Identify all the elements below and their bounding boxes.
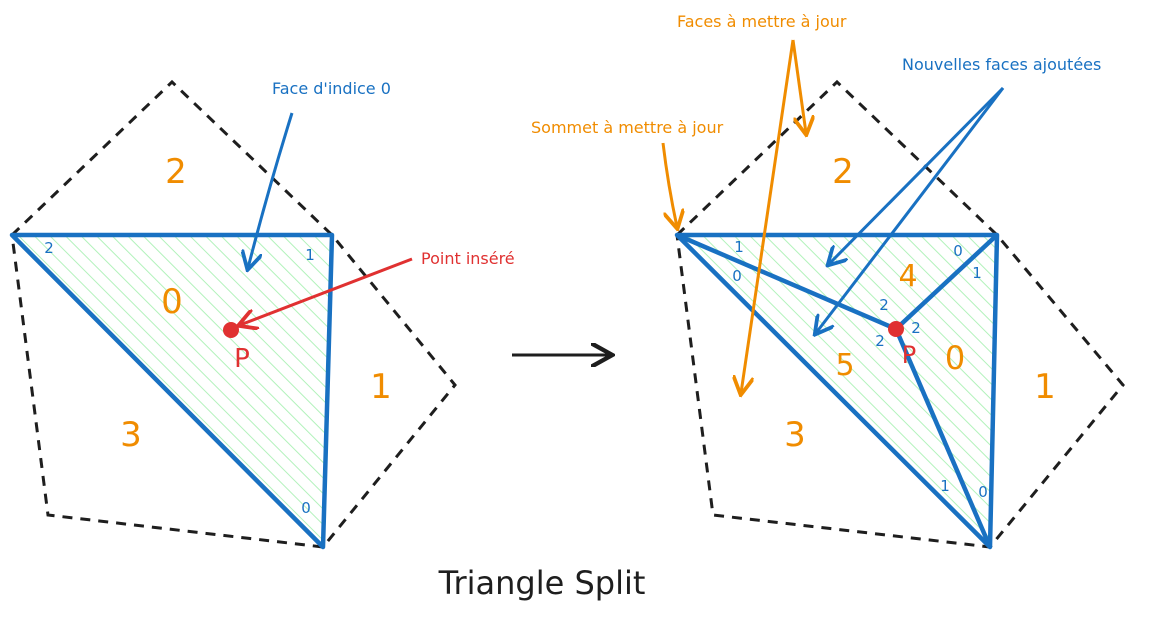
right-dashed-outline (675, 79, 1125, 549)
right-mesh: 2 4 5 0 1 3 1 0 0 1 2 2 2 1 0 P Faces à … (531, 12, 1125, 550)
inserted-point-arrow (240, 257, 413, 325)
right-face-5-label: 5 (835, 348, 854, 383)
new-faces-annotation: Nouvelles faces ajoutées (902, 55, 1101, 74)
right-corner-right-side: 1 (972, 264, 982, 282)
new-faces-arrow-b (816, 87, 1005, 333)
diagram-title: Triangle Split (438, 564, 646, 602)
right-face-2-label: 2 (832, 152, 854, 192)
left-face-0-triangle (9, 232, 335, 550)
right-point-label: P (902, 341, 916, 369)
right-corner-p-left: 2 (875, 332, 885, 350)
right-corner-left-bottom: 0 (732, 267, 742, 285)
left-face-1-label: 1 (370, 367, 392, 407)
right-face-0-label: 0 (945, 339, 965, 377)
right-corner-bottom-right: 0 (978, 483, 988, 501)
faces-update-arrow-a (791, 39, 806, 133)
left-face-2-label: 2 (165, 152, 187, 192)
left-face-3-label: 3 (120, 415, 142, 455)
right-split-edge-left (676, 232, 897, 332)
right-corner-left-top: 1 (734, 238, 744, 256)
vertex-update-arrow (661, 142, 677, 227)
face-index-annotation: Face d'indice 0 (272, 79, 391, 98)
left-dashed-outline (10, 79, 457, 549)
faces-update-annotation: Faces à mettre à jour (677, 12, 847, 31)
face-index-arrow (248, 112, 294, 268)
left-face-0-label: 0 (161, 282, 183, 322)
right-face-4-label: 4 (898, 259, 917, 294)
right-corner-bottom-left: 1 (940, 477, 950, 495)
right-split-edge-top (894, 233, 999, 331)
left-corner-1-label: 1 (305, 246, 315, 264)
left-mesh: 2 0 1 3 2 1 0 P Face d'indice 0 Point in… (9, 79, 515, 550)
right-face-1-label: 1 (1034, 367, 1056, 407)
right-corner-p-top: 2 (879, 296, 889, 314)
left-corner-0-label: 0 (301, 499, 311, 517)
faces-update-arrow-b (741, 39, 795, 393)
vertex-update-annotation: Sommet à mettre à jour (531, 118, 724, 137)
left-point-label: P (234, 344, 250, 374)
right-face-3-label: 3 (784, 415, 806, 455)
left-corner-2-label: 2 (44, 239, 54, 257)
right-outer-triangle (674, 232, 1000, 550)
right-split-edge-bottom (893, 328, 993, 548)
right-inserted-point (888, 321, 904, 337)
left-inserted-point (223, 322, 239, 338)
right-corner-p-right: 2 (911, 319, 921, 337)
inserted-point-annotation: Point inséré (421, 249, 515, 268)
new-faces-arrow-a (829, 86, 1005, 264)
right-corner-right-top: 0 (953, 242, 963, 260)
